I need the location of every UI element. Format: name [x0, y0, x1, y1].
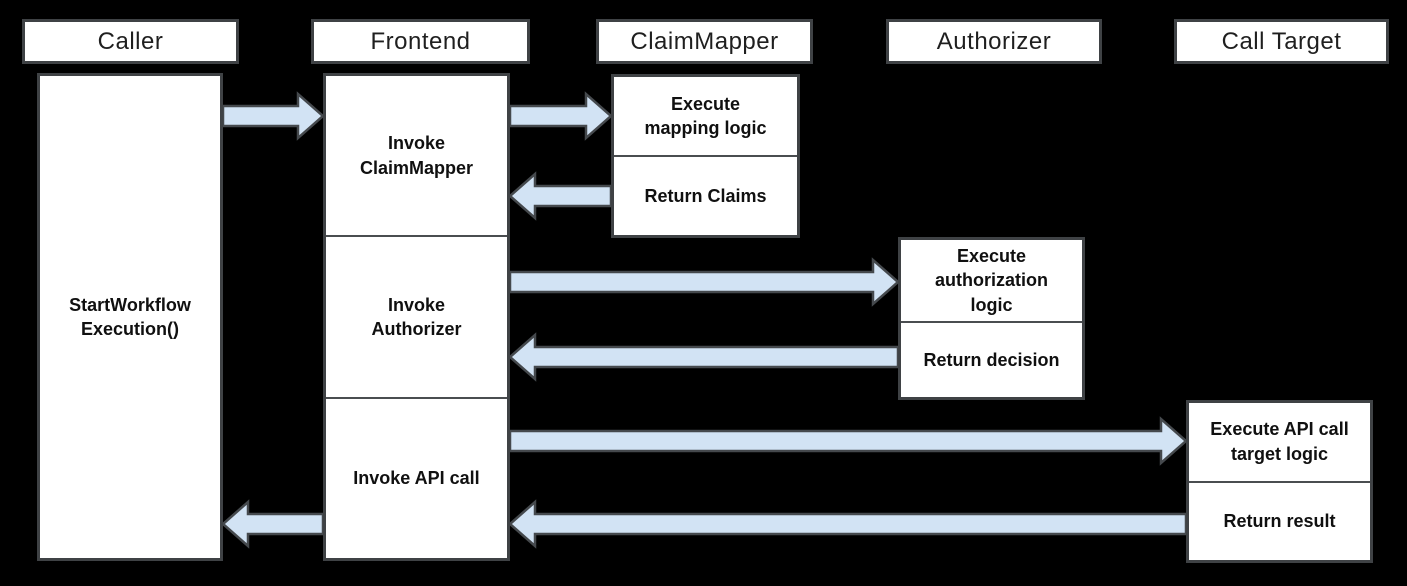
calltarget-step-label: Execute API call target logic [1210, 419, 1349, 464]
authorizer-step-label: Return decision [923, 349, 1060, 370]
claimmapper-step-label: Return Claims [644, 185, 767, 206]
claimmapper-step-label: Execute mapping logic [644, 93, 767, 138]
arrow-frontend-to-claimmapper [508, 91, 613, 141]
authorizer-activation-box: Execute authorization logic Return decis… [898, 237, 1085, 400]
claimmapper-activation-box: Execute mapping logic Return Claims [611, 74, 800, 238]
lane-header-frontend: Frontend [311, 19, 530, 64]
lane-header-calltarget: Call Target [1174, 19, 1389, 64]
arrow-frontend-to-caller [221, 499, 325, 549]
authorizer-step-return: Return decision [901, 320, 1082, 397]
arrow-caller-to-frontend [221, 91, 325, 141]
authorizer-step-label: Execute authorization logic [935, 246, 1048, 315]
caller-activation-box: StartWorkflow Execution() [37, 73, 223, 561]
calltarget-step-label: Return result [1223, 511, 1336, 532]
lane-header-authorizer: Authorizer [886, 19, 1102, 64]
authorizer-step-execute: Execute authorization logic [901, 240, 1082, 321]
caller-action-label: StartWorkflow Execution() [69, 294, 191, 339]
frontend-step-invoke-authorizer: Invoke Authorizer [326, 235, 507, 396]
calltarget-activation-box: Execute API call target logic Return res… [1186, 400, 1373, 563]
frontend-activation-box: Invoke ClaimMapper Invoke Authorizer Inv… [323, 73, 510, 561]
calltarget-step-return: Return result [1189, 480, 1370, 561]
arrow-calltarget-to-frontend [508, 499, 1188, 549]
lane-header-claimmapper: ClaimMapper [596, 19, 813, 64]
frontend-step-invoke-api-call: Invoke API call [326, 396, 507, 558]
arrow-frontend-to-calltarget [508, 416, 1188, 466]
frontend-step-label: Invoke ClaimMapper [359, 133, 474, 178]
arrow-claimmapper-to-frontend [508, 171, 613, 221]
calltarget-step-execute: Execute API call target logic [1189, 403, 1370, 481]
frontend-step-invoke-claimmapper: Invoke ClaimMapper [326, 76, 507, 235]
claimmapper-step-execute: Execute mapping logic [614, 77, 797, 155]
claimmapper-step-return: Return Claims [614, 155, 797, 235]
lane-header-caller: Caller [22, 19, 239, 64]
frontend-step-label: Invoke API call [353, 468, 480, 489]
arrow-authorizer-to-frontend [508, 332, 900, 382]
frontend-step-label: Invoke Authorizer [371, 294, 462, 339]
arrow-frontend-to-authorizer [508, 257, 900, 307]
